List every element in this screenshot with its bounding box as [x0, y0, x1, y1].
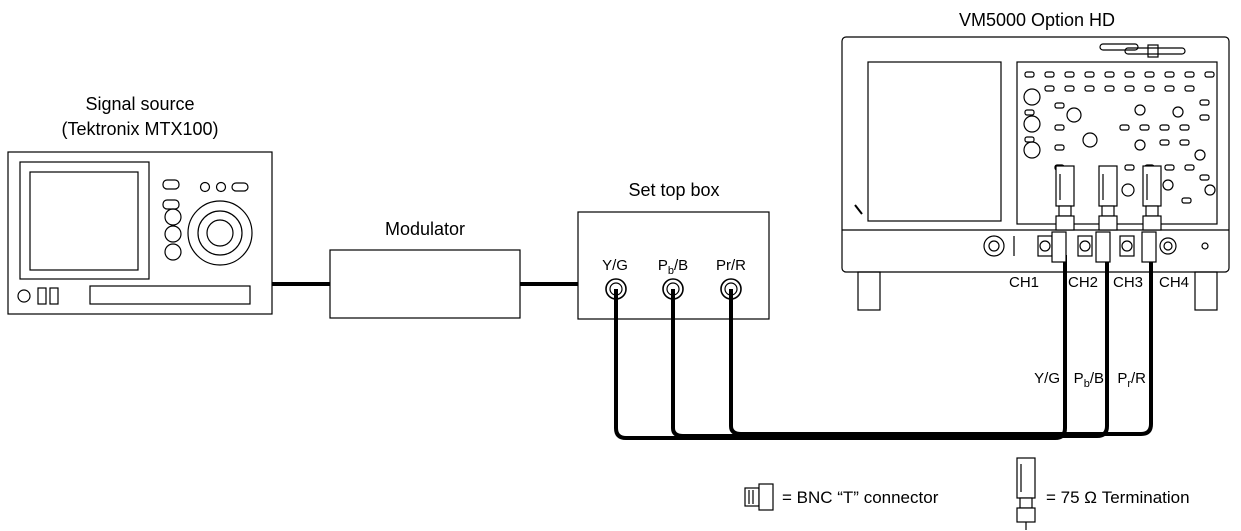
set-top-box-label: Set top box	[628, 180, 719, 200]
cable-pr	[729, 255, 1153, 436]
cable-pb-label: Pb/B	[1074, 370, 1104, 390]
cable-pr-label: Pr/R	[1117, 370, 1146, 390]
stb-port-pr-label: Pr/R	[716, 257, 746, 274]
stb-port-yg-label: Y/G	[602, 257, 628, 274]
bnc-t-connectors	[1037, 231, 1177, 263]
legend-termination-text: = 75 Ω Termination	[1046, 488, 1190, 507]
ch1-label: CH1	[1009, 274, 1039, 291]
signal-source-model: (Tektronix MTX100)	[61, 119, 218, 139]
ch2-label: CH2	[1068, 274, 1098, 291]
stb-port-pb-label: Pb/B	[658, 257, 688, 277]
termination-connectors	[1055, 165, 1162, 231]
legend-bnc-icon	[744, 483, 774, 511]
component-cables	[614, 255, 1153, 440]
modulator-box	[329, 249, 521, 319]
ch3-label: CH3	[1113, 274, 1143, 291]
signal-source-device	[7, 151, 273, 315]
vm5000-label: VM5000 Option HD	[959, 10, 1115, 30]
legend-termination-icon	[1016, 457, 1036, 530]
vm5000-device	[841, 36, 1230, 311]
cable-yg-label: Y/G	[1034, 370, 1060, 387]
signal-source-title: Signal source	[85, 94, 194, 114]
ch4-label: CH4	[1159, 274, 1189, 291]
modulator-label: Modulator	[385, 219, 465, 239]
cable-yg	[614, 255, 1067, 440]
legend-bnc-text: = BNC “T” connector	[782, 488, 939, 507]
